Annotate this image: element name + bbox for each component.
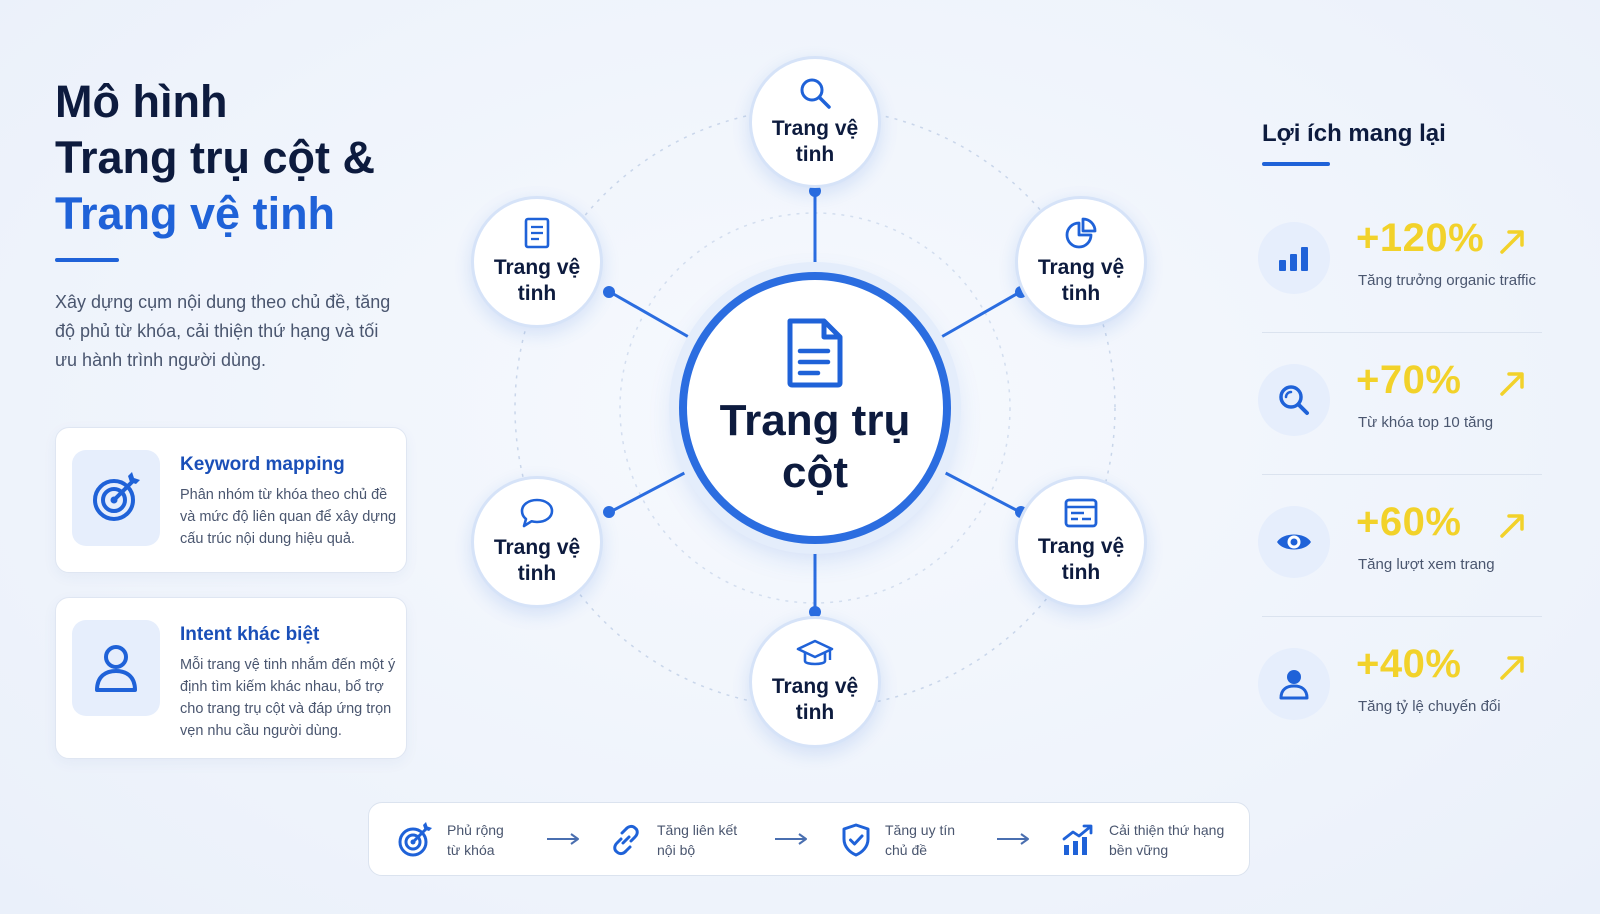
benefit-label: Tăng lượt xem trang [1358,556,1495,573]
benefit-label: Tăng trưởng organic traffic [1358,272,1537,289]
card-text: Phân nhóm từ khóa theo chủ đề và mức độ … [180,487,397,547]
card-title: Intent khác biệt [180,624,320,645]
benefit-item: +60% Tăng lượt xem trang [1258,494,1548,624]
chat-bubble-icon [520,498,554,528]
satellite-label: Trang vệ tinh [493,256,581,305]
flow-step: Cải thiện thứ hạng bền vững [1061,803,1224,877]
card-text: Mỗi trang vệ tinh nhắm đến một ý định tì… [180,657,396,739]
satellite-node-top: Trang vệ tinh [749,56,881,188]
benefit-item: +70% Từ khóa top 10 tăng [1258,352,1548,482]
satellite-label: Trang vệ tinh [493,536,581,585]
card-intent: Intent khác biệt Mỗi trang vệ tinh nhắm … [55,597,407,759]
search-icon [1258,364,1330,436]
title-underline [55,258,119,262]
satellite-label: Trang vệ tinh [771,675,859,724]
satellite-node-lower-left: Trang vệ tinh [471,476,603,608]
benefit-item: +120% Tăng trưởng organic traffic [1258,210,1548,340]
pillar-label: Trang trụ cột [719,396,911,497]
benefits-title: Lợi ích mang lại [1262,120,1446,147]
flow-step-text: Phủ rộng từ khóa [447,822,504,858]
benefit-label: Từ khóa top 10 tăng [1358,414,1494,431]
user-icon [1258,648,1330,720]
arrow-up-right-icon [1500,656,1524,680]
arrow-up-right-icon [1500,514,1524,538]
search-icon [800,78,831,109]
growth-chart-icon [1062,824,1093,855]
flow-step-text: Cải thiện thứ hạng bền vững [1109,822,1225,858]
bar-chart-icon [1258,222,1330,294]
pie-chart-icon [1065,217,1097,249]
title-line-3: Trang vệ tinh [55,188,336,239]
link-icon [613,824,639,856]
benefit-item: +40% Tăng tỷ lệ chuyển đổi [1258,636,1548,766]
page-title: Mô hình Trang trụ cột & Trang vệ tinh [55,74,375,242]
satellite-label: Trang vệ tinh [771,117,859,166]
browser-window-icon [1064,498,1098,528]
pillar-node: Trang trụ cột [679,272,951,544]
flow-step-text: Tăng liên kết nội bộ [657,822,738,858]
process-flow-bar: Phủ rộng từ khóa Tăng liên kết nội bộ Tă… [368,802,1250,876]
target-icon [72,450,160,546]
arrow-up-right-icon [1500,230,1524,254]
title-line-2: Trang trụ cột & [55,132,376,183]
arrow-right-icon [547,833,579,845]
card-keyword-mapping: Keyword mapping Phân nhóm từ khóa theo c… [55,427,407,573]
flow-step: Tăng uy tín chủ đề [841,803,955,877]
satellite-label: Trang vệ tinh [1037,256,1125,305]
satellite-node-bottom: Trang vệ tinh [749,616,881,748]
user-icon [72,620,160,716]
document-icon [787,318,843,388]
flow-step-text: Tăng uy tín chủ đề [885,822,956,858]
benefit-value: +60% [1356,500,1462,544]
benefit-value: +70% [1356,358,1462,402]
divider [1262,332,1542,333]
satellite-node-upper-right: Trang vệ tinh [1015,196,1147,328]
benefits-underline [1262,162,1330,166]
shield-check-icon [842,823,870,857]
card-title: Keyword mapping [180,454,345,475]
document-icon [524,217,550,249]
graduation-cap-icon [796,639,834,666]
pillar-cluster-diagram: Trang vệ tinh Trang vệ tinh Trang vệ tin… [440,40,1190,780]
title-line-1: Mô hình [55,76,228,127]
divider [1262,474,1542,475]
satellite-label: Trang vệ tinh [1037,535,1125,584]
eye-icon [1258,506,1330,578]
benefit-value: +120% [1356,216,1485,260]
flow-step: Phủ rộng từ khóa [397,803,504,877]
target-icon [398,822,432,857]
intro-text: Xây dựng cụm nội dung theo chủ đề, tăng … [55,292,391,370]
satellite-node-lower-right: Trang vệ tinh [1015,476,1147,608]
benefit-label: Tăng tỷ lệ chuyển đổi [1358,698,1501,715]
benefit-value: +40% [1356,642,1462,686]
arrow-up-right-icon [1500,372,1524,396]
divider [1262,616,1542,617]
flow-step: Tăng liên kết nội bộ [609,803,737,877]
satellite-node-upper-left: Trang vệ tinh [471,196,603,328]
arrow-right-icon [775,833,807,845]
arrow-right-icon [997,833,1029,845]
